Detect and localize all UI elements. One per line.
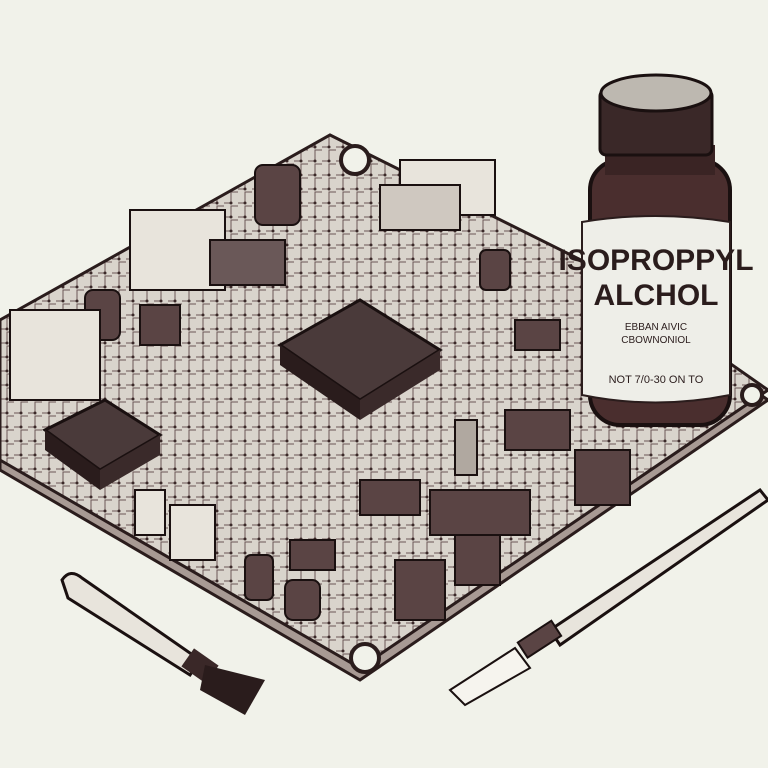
brush-right [448,487,768,707]
label-title: ISOPROPPYL [558,244,753,277]
brush-left [60,572,265,715]
components [9,159,631,621]
chip [42,398,163,490]
label-bottom: NOT 7/0-30 ON TO [609,374,704,386]
label-small-1: EBBAN AIVIC [625,322,687,333]
alcohol-bottle: ISOPROPPYL ALCHOL EBBAN AIVIC CBOWNONIOL… [558,73,754,427]
mount-hole [349,642,381,674]
label-small-2: CBOWNONIOL [621,335,691,346]
mount-hole [339,144,371,176]
mount-hole [740,383,764,407]
label-subtitle: ALCHOL [594,279,719,312]
main-chip [277,298,443,420]
